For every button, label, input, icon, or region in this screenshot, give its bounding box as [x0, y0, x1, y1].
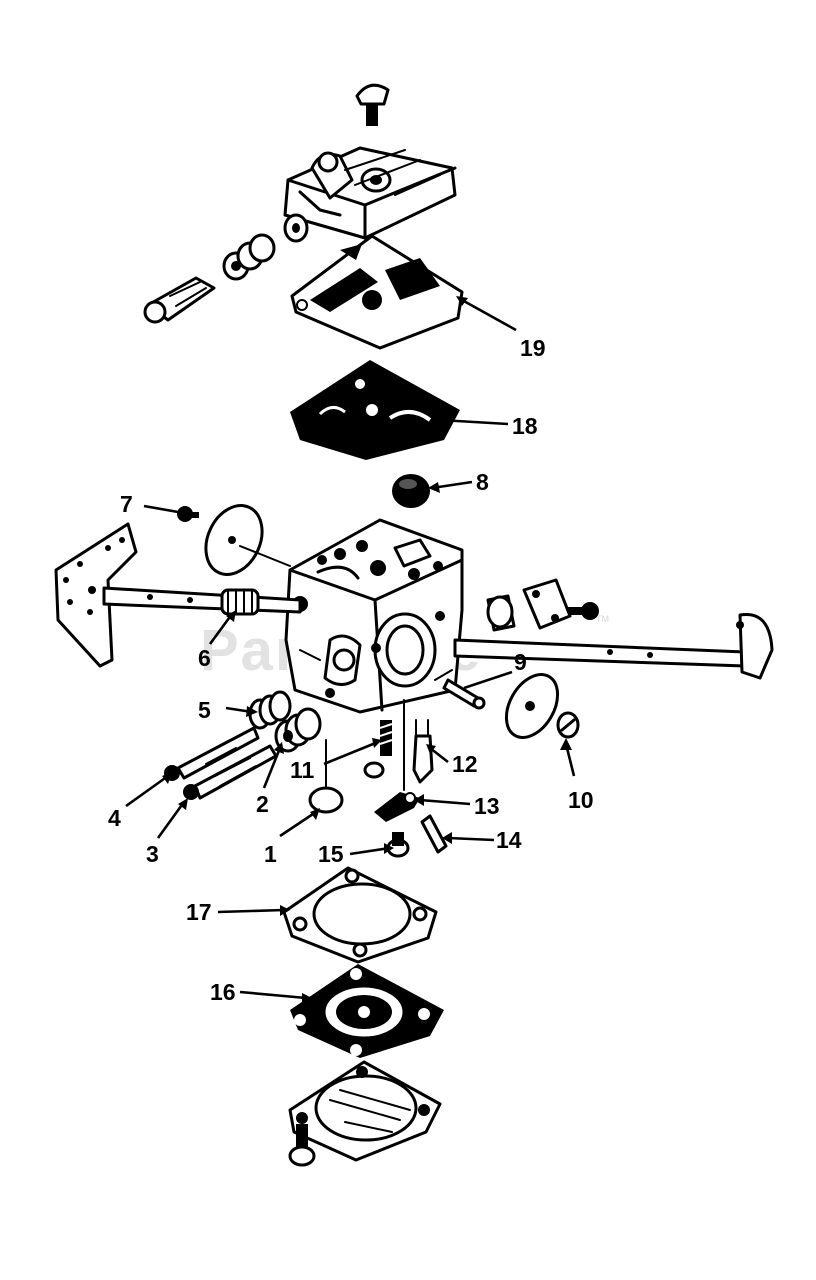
metering-cover — [288, 1060, 442, 1162]
choke-valve-screw — [556, 711, 580, 739]
high-speed-needle — [164, 726, 260, 781]
callout-7: 7 — [120, 491, 133, 517]
leader-lines — [125, 296, 576, 1004]
carburetor-body — [284, 518, 464, 714]
choke-valve-disc — [504, 673, 560, 739]
callout-13: 13 — [474, 793, 500, 819]
callout-10: 10 — [568, 787, 594, 813]
callout-12: 12 — [452, 751, 478, 777]
primer-bulb — [355, 83, 390, 126]
callout-8: 8 — [476, 469, 489, 495]
throttle-return-spring — [220, 588, 260, 616]
callout-1: 1 — [264, 841, 277, 867]
throttle-lever-plate — [54, 522, 138, 668]
metering-lever-screw — [386, 832, 410, 858]
metering-lever-spring — [363, 720, 393, 779]
cover-screw — [288, 1124, 316, 1167]
pump-cover-housing — [283, 146, 457, 243]
callout-9: 9 — [514, 649, 527, 675]
callout-16: 16 — [210, 979, 236, 1005]
callout-18: 18 — [512, 413, 538, 439]
metering-diaphragm — [290, 964, 444, 1058]
metering-gasket — [282, 866, 438, 964]
pump-gasket — [290, 234, 464, 350]
callout-2: 2 — [256, 791, 269, 817]
adjusting-screw-spring-top — [143, 233, 276, 324]
inlet-filter-screen — [308, 786, 344, 814]
throttle-valve-screw — [177, 506, 199, 522]
metering-lever — [374, 792, 420, 822]
callout-5: 5 — [198, 697, 211, 723]
assembly-line — [239, 545, 291, 567]
throttle-shaft — [102, 586, 302, 614]
callout-19: 19 — [520, 335, 546, 361]
welch-plug — [392, 474, 430, 508]
callout-6: 6 — [198, 645, 211, 671]
metering-lever-pin — [420, 814, 448, 854]
watermark-tm: TM — [596, 614, 609, 624]
callout-17: 17 — [186, 899, 212, 925]
choke-detent-parts — [486, 578, 599, 632]
low-speed-spring — [274, 707, 322, 753]
throttle-valve-disc — [204, 504, 264, 576]
callout-11: 11 — [290, 757, 315, 783]
callout-4: 4 — [108, 805, 121, 831]
idle-speed-screw — [442, 678, 486, 710]
pump-diaphragm — [290, 360, 460, 460]
callout-3: 3 — [146, 841, 159, 867]
choke-shaft — [453, 612, 774, 680]
callout-14: 14 — [496, 827, 522, 853]
callout-15: 15 — [318, 841, 344, 867]
callout-labels: 19 18 8 7 6 9 10 5 2 3 4 1 11 12 13 14 1… — [108, 335, 594, 1005]
